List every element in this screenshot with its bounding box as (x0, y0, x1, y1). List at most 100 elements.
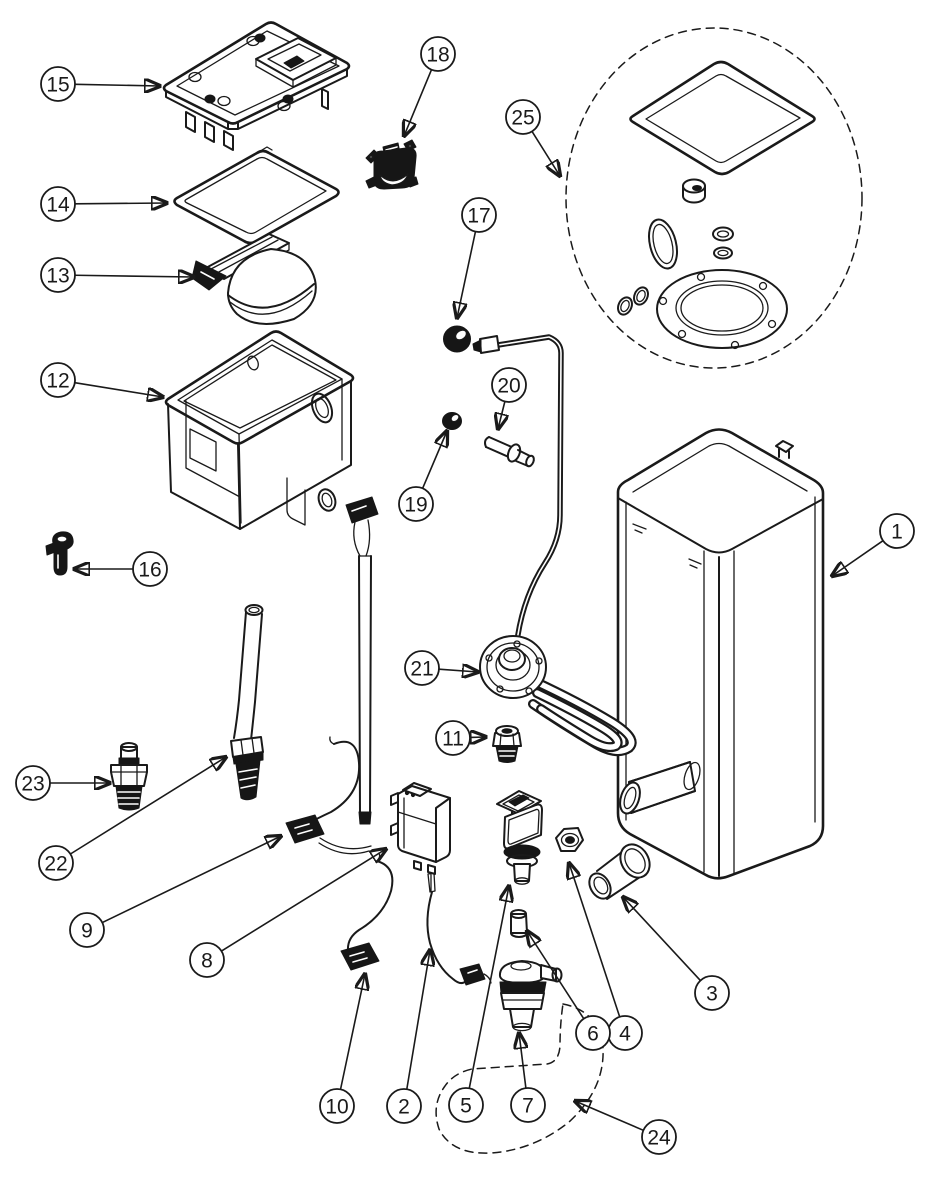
part-drawing-wire-10 (340, 852, 394, 971)
callout-circle-22 (38, 845, 74, 881)
leader-line-22 (69, 757, 226, 855)
callout-circle-6 (575, 1015, 611, 1051)
callout-19: 19 (398, 431, 447, 522)
callout-18: 18 (404, 36, 456, 136)
leader-line-25 (531, 130, 560, 176)
part-drawing-grommet (443, 325, 471, 353)
callout-circle-12 (40, 362, 76, 398)
callout-circle-19 (398, 486, 434, 522)
leader-line-1 (832, 539, 884, 576)
part-drawing-wire-9 (285, 736, 372, 855)
leader-line-14 (74, 203, 167, 204)
callout-number-18: 18 (426, 44, 449, 67)
leader-line-17 (457, 230, 477, 318)
callout-circle-21 (404, 650, 440, 686)
callout-number-4: 4 (619, 1023, 631, 1046)
callout-6: 6 (527, 931, 611, 1051)
callout-14: 14 (40, 186, 167, 222)
part-drawing-tube-fitting (230, 604, 264, 801)
part-drawing-elbow-fitting (45, 531, 74, 576)
part-drawing-tank-body (616, 428, 825, 880)
callout-circle-1 (879, 513, 915, 549)
callout-20: 20 (491, 367, 527, 429)
callout-number-8: 8 (201, 950, 213, 973)
leader-line-20 (498, 400, 505, 429)
part-drawing-heating-element (472, 334, 637, 757)
part-drawing-lid-gasket (173, 146, 340, 245)
callout-circle-3 (694, 975, 730, 1011)
callout-circle-11 (435, 720, 471, 756)
part-drawing-check-valve (498, 960, 563, 1032)
callout-circle-18 (420, 36, 456, 72)
part-drawing-drain-valve (496, 790, 543, 885)
callout-circle-17 (461, 197, 497, 233)
part-drawing-hex-nipple (110, 742, 148, 811)
callout-number-3: 3 (706, 983, 718, 1006)
callout-21: 21 (404, 650, 478, 686)
part-drawing-tank-fitting (492, 725, 522, 763)
callout-3: 3 (623, 897, 730, 1011)
callout-circle-7 (510, 1087, 546, 1123)
leader-line-12 (73, 381, 163, 397)
callout-circle-2 (386, 1088, 422, 1124)
callout-number-15: 15 (46, 74, 69, 97)
part-drawing-tube-kit-outline (435, 1003, 604, 1154)
part-drawing-inlet-tube (588, 843, 651, 900)
callout-circle-24 (641, 1119, 677, 1155)
leader-line-5 (468, 886, 509, 1090)
callout-11: 11 (435, 720, 486, 756)
callout-circle-20 (491, 367, 527, 403)
part-drawing-cover-plate (162, 21, 351, 151)
callout-number-10: 10 (325, 1096, 348, 1119)
callout-number-17: 17 (467, 205, 490, 228)
callout-24: 24 (575, 1101, 677, 1155)
callout-10: 10 (319, 974, 365, 1124)
callout-circle-5 (448, 1087, 484, 1123)
callout-number-19: 19 (404, 494, 427, 517)
callout-number-13: 13 (46, 265, 69, 288)
callout-circle-13 (40, 257, 76, 293)
part-drawing-reservoir (164, 330, 379, 825)
callout-16: 16 (74, 551, 168, 587)
callout-13: 13 (40, 257, 194, 293)
callout-number-2: 2 (398, 1096, 410, 1119)
part-drawing-float (191, 233, 317, 325)
callout-circle-10 (319, 1088, 355, 1124)
leader-line-13 (74, 275, 194, 277)
part-drawing-seal-kit (565, 27, 863, 369)
leader-line-15 (74, 84, 160, 86)
part-drawing-wire-2 (426, 872, 492, 986)
callout-number-14: 14 (46, 194, 70, 217)
leader-line-4 (569, 863, 621, 1018)
callout-circle-14 (40, 186, 76, 222)
leader-line-8 (220, 849, 386, 952)
callout-circle-16 (132, 551, 168, 587)
callout-2: 2 (386, 950, 430, 1124)
part-drawing-thermostat (365, 139, 419, 190)
callout-number-6: 6 (587, 1023, 599, 1046)
leader-line-2 (405, 950, 430, 1091)
callout-number-23: 23 (21, 773, 44, 796)
callout-5: 5 (448, 886, 509, 1123)
leader-line-18 (404, 68, 433, 136)
part-drawing-pin (484, 436, 535, 468)
callout-22: 22 (38, 757, 226, 881)
callout-number-21: 21 (410, 658, 433, 681)
leader-line-6 (527, 931, 585, 1020)
leader-line-24 (575, 1101, 645, 1132)
callout-circle-23 (15, 765, 51, 801)
leader-line-19 (421, 431, 447, 490)
callout-23: 23 (15, 765, 110, 801)
callout-number-7: 7 (522, 1095, 534, 1118)
leader-line-7 (519, 1033, 526, 1089)
callout-9: 9 (69, 836, 281, 948)
leader-line-9 (101, 836, 281, 924)
callout-15: 15 (40, 66, 160, 102)
part-drawing-bushing (442, 412, 462, 430)
callout-number-22: 22 (44, 853, 67, 876)
callout-17: 17 (457, 197, 497, 318)
callout-number-24: 24 (647, 1127, 671, 1150)
callout-number-20: 20 (497, 375, 520, 398)
